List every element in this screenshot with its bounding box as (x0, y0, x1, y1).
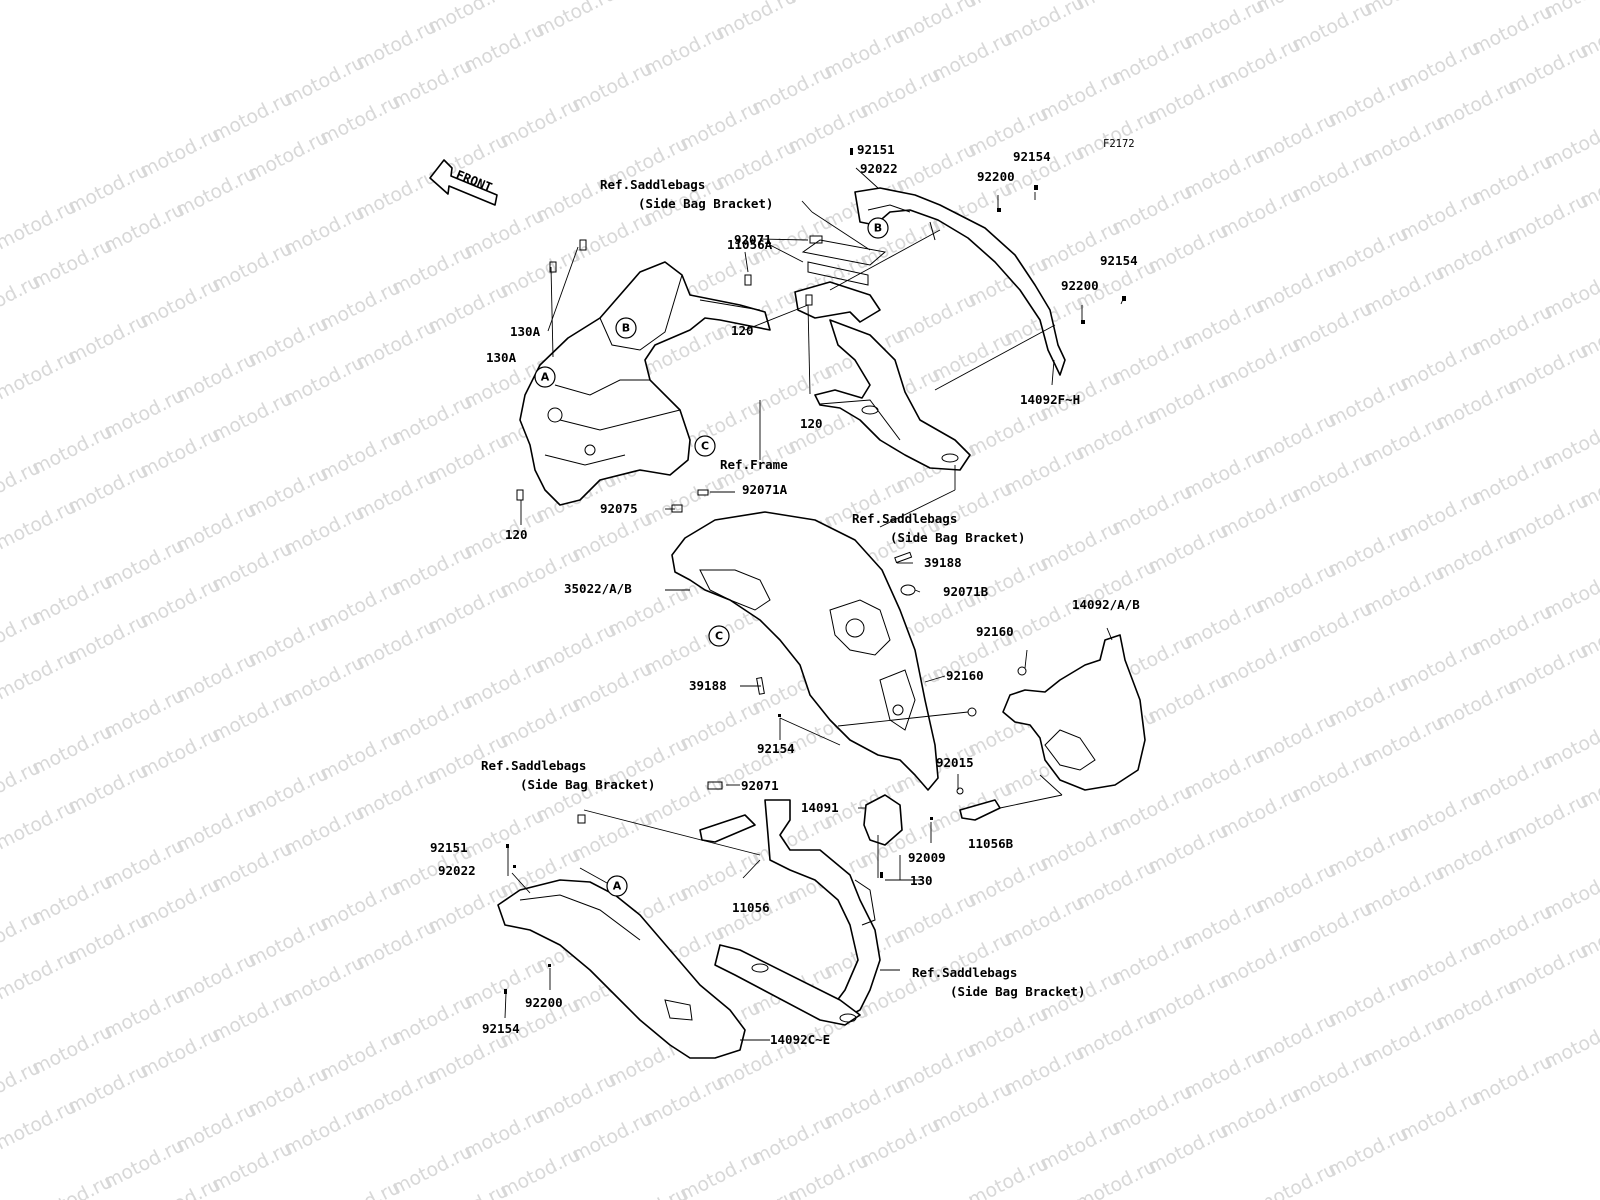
part-label: 120 (505, 527, 528, 542)
watermark-text: motod.ru (1360, 0, 1448, 20)
part-label: 120 (731, 323, 754, 338)
callout-letter: B (874, 222, 882, 235)
figure-code: F2172 (1103, 138, 1135, 150)
part-label: 92151 (430, 840, 468, 855)
part-label: 92160 (946, 668, 984, 683)
part-label: 130 (910, 873, 933, 888)
watermark-text: motod.ru (1540, 1014, 1600, 1073)
callout-a-lower: A (606, 875, 628, 897)
upper-bracket-11056A (794, 239, 971, 471)
part-label: Ref.Saddlebags (481, 758, 586, 773)
part-label: 92022 (860, 161, 898, 176)
front-arrow-icon (429, 159, 498, 206)
watermark-text: motod.ru (1540, 714, 1600, 773)
part-label: 92151 (857, 142, 895, 157)
part-label: 92200 (1061, 278, 1099, 293)
part-label: 92071B (943, 584, 989, 599)
callout-b-frame: B (615, 317, 637, 339)
watermark-text: motod.ru (1252, 0, 1340, 17)
bracket-11056B (959, 799, 1001, 821)
part-label: 11056B (968, 836, 1014, 851)
part-label: 92200 (525, 995, 563, 1010)
callout-a-frame: A (534, 366, 556, 388)
part-label: Ref.Saddlebags (600, 177, 705, 192)
watermark-text: motod.ru (892, 0, 980, 47)
watermark-text: motod.ru (1000, 0, 1088, 50)
part-label: 92154 (757, 741, 795, 756)
watermark-text: motod.ru (1540, 564, 1600, 623)
watermark-text: motod.ru (1540, 414, 1600, 473)
watermark-text: motod.ru (1540, 114, 1600, 173)
watermark-text: motod.ru (784, 0, 872, 8)
side-cover-14092 (1002, 634, 1146, 791)
part-label: 14091 (801, 800, 839, 815)
callout-letter: A (541, 371, 550, 384)
part-labels: 92151 92022 92154 92200 Ref.Saddlebags (… (430, 142, 1140, 1047)
callout-letter: B (622, 322, 630, 335)
part-label: 130A (510, 324, 541, 339)
part-label: 130A (486, 350, 517, 365)
hardware-marks (504, 148, 1126, 994)
part-label: 39188 (924, 555, 962, 570)
watermark-text: motod.ru (1072, 0, 1160, 14)
part-label: (Side Bag Bracket) (638, 196, 773, 211)
part-label: 92071A (742, 482, 788, 497)
part-label: (Side Bag Bracket) (950, 984, 1085, 999)
part-label: Ref.Saddlebags (912, 965, 1017, 980)
leader-lines (504, 167, 1125, 1041)
watermark-text: motod.ru (1540, 0, 1600, 23)
part-label: 92071 (734, 232, 772, 247)
part-label: 14092F~H (1020, 392, 1080, 407)
small-bracket-14091 (863, 794, 903, 846)
watermark-text: motod.ru (604, 0, 692, 5)
part-label: 92200 (977, 169, 1015, 184)
part-label: 11056A (727, 237, 773, 252)
part-label: 11056 (732, 900, 770, 915)
callout-letter: A (613, 880, 622, 893)
part-label: 92154 (482, 1021, 520, 1036)
watermark-text: motod.ru (964, 0, 1052, 11)
watermark-text: motod.ru (1288, 0, 1376, 56)
callout-c-frame: C (694, 435, 716, 457)
callout-letter: C (701, 440, 709, 453)
part-label: 92015 (936, 755, 974, 770)
part-label: 39188 (689, 678, 727, 693)
part-label: 120 (800, 416, 823, 431)
part-label: Ref.Frame (720, 457, 788, 472)
frame-assembly (519, 261, 771, 506)
watermark-text: motod.ru (424, 0, 512, 38)
callout-letter: C (715, 630, 723, 643)
rear-fender-35022 (671, 511, 939, 791)
part-label: 35022/A/B (564, 581, 632, 596)
part-label: 92160 (976, 624, 1014, 639)
part-label: 92009 (908, 850, 946, 865)
part-label: 14092C~E (770, 1032, 830, 1047)
lower-bracket-11056 (699, 799, 881, 1026)
part-label: Ref.Saddlebags (852, 511, 957, 526)
watermark-text: motod.ru (1540, 264, 1600, 323)
part-label: 92075 (600, 501, 638, 516)
watermark-text: motod.ru (712, 0, 800, 44)
part-label: (Side Bag Bracket) (520, 777, 655, 792)
watermark-text: motod.ru (1540, 864, 1600, 923)
part-label: 14092/A/B (1072, 597, 1140, 612)
lower-side-cover-14092C (497, 879, 746, 1059)
callout-c-fender: C (708, 625, 730, 647)
part-label: 92154 (1013, 149, 1051, 164)
watermark-text: motod.ru (1180, 0, 1268, 53)
part-label: 92154 (1100, 253, 1138, 268)
part-label: 92022 (438, 863, 476, 878)
callout-b-upper: B (867, 217, 889, 239)
watermark-text: motod.ru (532, 0, 620, 41)
part-label: 92071 (741, 778, 779, 793)
part-label: (Side Bag Bracket) (890, 530, 1025, 545)
